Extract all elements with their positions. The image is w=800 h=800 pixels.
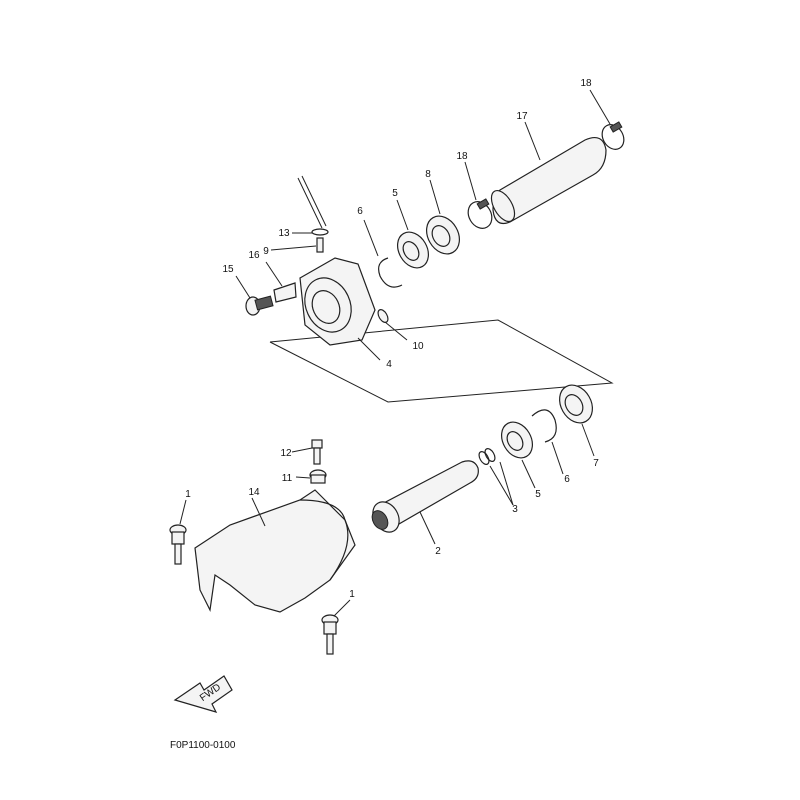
assembly-outline — [269, 319, 614, 403]
bearing-upper-5 — [396, 199, 430, 269]
callout-16: 16 — [248, 250, 260, 261]
callout-2: 2 — [435, 546, 441, 557]
callout-6: 6 — [357, 206, 363, 217]
callout-8: 8 — [425, 169, 431, 180]
dowel-pin — [377, 309, 408, 341]
callout-10: 10 — [412, 341, 424, 352]
bolt-12 — [291, 439, 323, 465]
callout-11: 11 — [282, 473, 293, 484]
bolt-1-left — [169, 499, 187, 565]
hose-clamp-upper — [589, 89, 625, 150]
bearing-upper-8 — [426, 179, 460, 255]
cover — [194, 489, 356, 613]
figure-code: F0P1100-0100 — [170, 740, 236, 751]
hose — [490, 121, 607, 225]
callout-14: 14 — [248, 487, 260, 498]
callout-6: 6 — [564, 474, 570, 485]
fwd-arrow: FWD — [173, 675, 233, 713]
callout-13: 13 — [278, 228, 290, 239]
callout-4: 4 — [386, 359, 392, 370]
hose-clamp-lower — [464, 161, 493, 229]
drive-shaft — [371, 460, 479, 545]
callout-7: 7 — [593, 458, 599, 469]
circlip-upper — [363, 219, 403, 288]
bearing-lower-7 — [559, 384, 595, 457]
callout-1: 1 — [349, 589, 355, 600]
grease-nipple — [270, 237, 324, 253]
plate — [265, 261, 297, 303]
callout-5: 5 — [392, 188, 398, 199]
callout-1: 1 — [185, 489, 191, 500]
o-rings — [478, 448, 514, 506]
callout-12: 12 — [280, 448, 292, 459]
bolt-1-right — [321, 599, 351, 655]
callout-3: 3 — [512, 504, 518, 515]
callout-18: 18 — [580, 78, 592, 89]
callouts: 18 17 18 8 5 6 13 9 16 15 10 4 12 11 1 1… — [185, 78, 599, 600]
grease-hose — [292, 175, 329, 236]
callout-15: 15 — [222, 264, 234, 275]
callout-18: 18 — [456, 151, 468, 162]
collar-11 — [295, 469, 327, 484]
circlip-lower — [531, 409, 564, 475]
bearing-housing — [299, 257, 381, 361]
bolt-15 — [235, 275, 274, 316]
callout-5: 5 — [535, 489, 541, 500]
bearing-lower-5 — [500, 421, 536, 489]
callout-17: 17 — [516, 111, 528, 122]
callout-9: 9 — [263, 246, 269, 257]
